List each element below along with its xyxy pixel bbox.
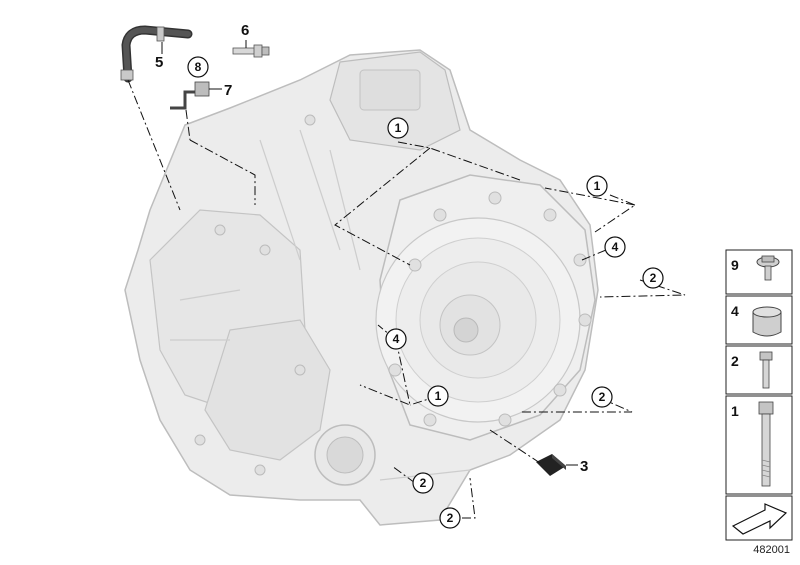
breather-hose xyxy=(120,25,193,83)
rubber-pad-part-3 xyxy=(536,454,566,476)
svg-text:9: 9 xyxy=(731,257,739,273)
callout-2-right-lower: 2 xyxy=(591,386,613,408)
bracket-part-7 xyxy=(170,81,210,110)
legend-item-9 xyxy=(725,249,793,295)
svg-text:4: 4 xyxy=(612,240,619,254)
svg-text:8: 8 xyxy=(195,60,202,74)
callout-1-top: 1 xyxy=(387,117,409,139)
label-part-7: 7 xyxy=(224,82,232,99)
callout-1-right: 1 xyxy=(586,175,608,197)
label-part-6: 6 xyxy=(241,22,249,39)
svg-text:2: 2 xyxy=(731,353,739,369)
legend-item-2 xyxy=(725,345,793,395)
flange-screw-icon xyxy=(756,255,780,281)
callout-2-lower-left: 2 xyxy=(412,472,434,494)
direction-arrow-icon xyxy=(731,503,788,535)
svg-text:1: 1 xyxy=(395,121,402,135)
parts-legend: 9 4 2 1 xyxy=(725,249,793,541)
short-bolt-icon xyxy=(759,351,773,389)
svg-text:1: 1 xyxy=(435,389,442,403)
svg-text:1: 1 xyxy=(594,179,601,193)
label-part-5: 5 xyxy=(155,54,163,71)
callout-4-right: 4 xyxy=(604,236,626,258)
callout-2-bottom: 2 xyxy=(439,507,461,529)
svg-text:4: 4 xyxy=(731,303,739,319)
callout-1-lower: 1 xyxy=(427,385,449,407)
leader-lines xyxy=(127,40,686,519)
callout-2-right-upper: 2 xyxy=(642,267,664,289)
svg-text:2: 2 xyxy=(599,390,606,404)
svg-text:4: 4 xyxy=(393,332,400,346)
svg-text:2: 2 xyxy=(650,271,657,285)
label-part-3: 3 xyxy=(580,458,588,475)
callout-4-left: 4 xyxy=(385,328,407,350)
svg-text:2: 2 xyxy=(420,476,427,490)
transmission-housing xyxy=(124,49,599,526)
sleeve-icon xyxy=(752,306,782,337)
svg-text:1: 1 xyxy=(731,403,739,419)
long-stud-bolt-icon xyxy=(758,401,774,487)
callout-8: 8 xyxy=(187,56,209,78)
svg-text:2: 2 xyxy=(447,511,454,525)
diagram-id: 482001 xyxy=(753,544,790,556)
bolt-part-6 xyxy=(232,44,270,58)
